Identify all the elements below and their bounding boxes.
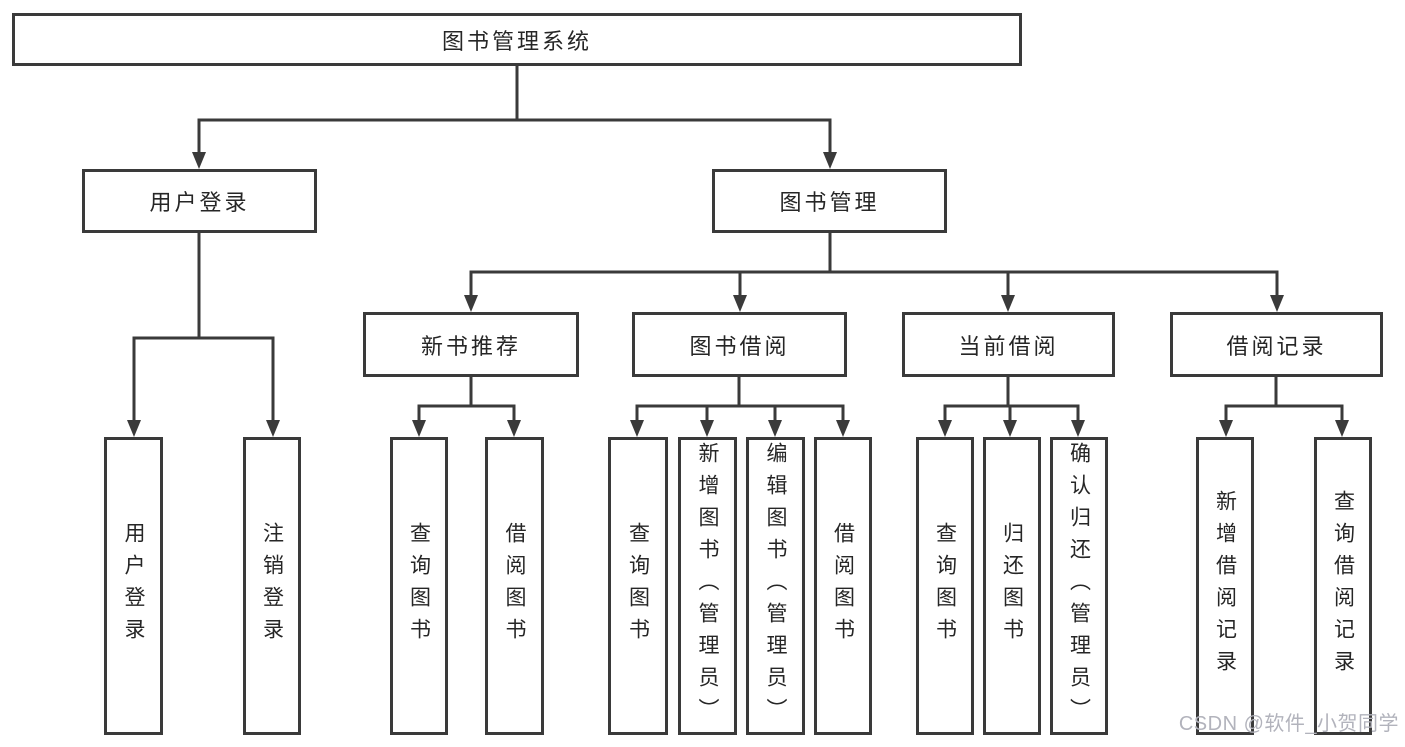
- node-label: 图书管理: [779, 190, 880, 215]
- leaf-query-borrow-record: 查询借阅记录: [1314, 437, 1372, 735]
- leaf-borrow-books-recommendation: 借阅图书: [485, 437, 544, 735]
- arrowhead: [192, 152, 206, 169]
- node-label: 用户登录: [149, 190, 250, 215]
- leaf-edit-books-admin: 编辑图书（管理员）: [746, 437, 805, 735]
- watermark: CSDN @软件_小贺同学: [1178, 713, 1399, 735]
- arrowhead: [1219, 420, 1233, 437]
- leaf-return-books: 归还图书: [983, 437, 1041, 735]
- arrowhead: [1003, 420, 1017, 437]
- node-label: 用户登录: [122, 522, 145, 650]
- arrowhead: [266, 420, 280, 437]
- leaf-add-books-admin: 新增图书（管理员）: [678, 437, 737, 735]
- leaf-add-borrow-record: 新增借阅记录: [1196, 437, 1254, 735]
- connector-new-book-recommendation: [412, 377, 521, 437]
- leaf-confirm-return-admin: 确认归还（管理员）: [1050, 437, 1108, 735]
- node-label: 编辑图书（管理员）: [764, 442, 787, 730]
- arrowhead: [127, 420, 141, 437]
- node-label: 注销登录: [260, 522, 284, 650]
- arrowhead: [630, 420, 644, 437]
- node-library-management-system: 图书管理系统: [12, 13, 1022, 66]
- arrowhead: [412, 420, 426, 437]
- connector-user-login: [127, 233, 280, 437]
- arrowhead: [836, 420, 850, 437]
- leaf-borrow-books-borrowing: 借阅图书: [814, 437, 872, 735]
- arrowhead: [700, 420, 714, 437]
- connector-borrowing-records: [1219, 377, 1349, 437]
- node-label: 新增借阅记录: [1213, 490, 1237, 682]
- node-current-borrowing: 当前借阅: [902, 312, 1115, 377]
- node-label: 借阅图书: [503, 522, 526, 650]
- arrowhead: [507, 420, 521, 437]
- node-user-login: 用户登录: [82, 169, 317, 233]
- arrowhead: [1071, 420, 1085, 437]
- node-new-book-recommendation: 新书推荐: [363, 312, 579, 377]
- node-label: 图书借阅: [689, 333, 790, 359]
- node-label: 查询借阅记录: [1331, 490, 1355, 682]
- node-label: 新书推荐: [420, 333, 521, 359]
- node-book-borrowing: 图书借阅: [632, 312, 847, 377]
- node-label: 归还图书: [1000, 522, 1024, 650]
- node-label: 借阅记录: [1226, 333, 1327, 359]
- node-label: 当前借阅: [958, 333, 1059, 359]
- leaf-query-books-borrowing: 查询图书: [608, 437, 668, 735]
- leaf-user-login: 用户登录: [104, 437, 163, 735]
- arrowhead: [1270, 295, 1284, 312]
- arrowhead: [733, 295, 747, 312]
- node-label: 图书管理系统: [441, 28, 592, 54]
- connector-book-management: [464, 233, 1284, 312]
- leaf-query-books-recommendation: 查询图书: [390, 437, 448, 735]
- arrowhead: [1335, 420, 1349, 437]
- node-borrowing-records: 借阅记录: [1170, 312, 1383, 377]
- leaf-logout: 注销登录: [243, 437, 301, 735]
- node-label: 查询图书: [626, 522, 650, 650]
- arrowhead: [768, 420, 782, 437]
- arrowhead: [823, 152, 837, 169]
- node-label: 确认归还（管理员）: [1067, 442, 1091, 730]
- leaf-query-books-current: 查询图书: [916, 437, 974, 735]
- connector-book-borrowing: [630, 377, 850, 437]
- connector-current-borrowing: [938, 377, 1085, 437]
- node-book-management: 图书管理: [712, 169, 947, 233]
- arrowhead: [464, 295, 478, 312]
- arrowhead: [1001, 295, 1015, 312]
- node-label: 新增图书（管理员）: [696, 442, 719, 730]
- arrowhead: [938, 420, 952, 437]
- node-label: 查询图书: [407, 522, 431, 650]
- connector-root: [192, 66, 837, 169]
- node-label: 借阅图书: [831, 522, 855, 650]
- node-label: 查询图书: [933, 522, 957, 650]
